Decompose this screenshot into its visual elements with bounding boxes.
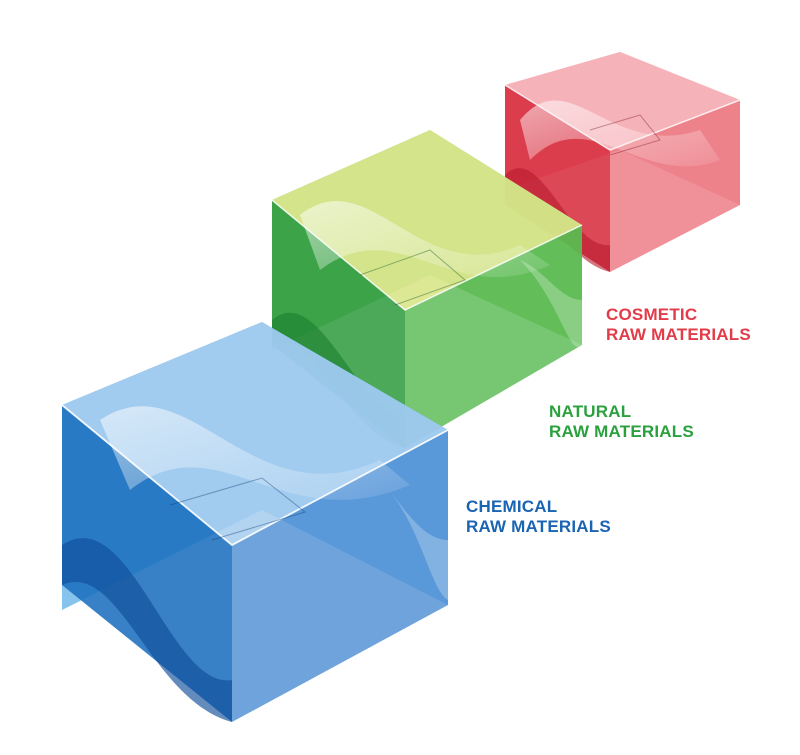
chemical-cube-swoosh	[100, 406, 410, 500]
cosmetic-label-line2: RAW MATERIALS	[606, 325, 751, 344]
natural-cube-side-swoosh	[520, 260, 582, 348]
chemical-label: CHEMICAL RAW MATERIALS	[466, 497, 611, 537]
chemical-cube-inner	[169, 477, 307, 541]
cosmetic-label-line1: COSMETIC	[606, 305, 698, 324]
cosmetic-label: COSMETIC RAW MATERIALS	[606, 305, 751, 345]
natural-cube-inner	[359, 249, 466, 306]
chemical-label-line1: CHEMICAL	[466, 497, 558, 516]
natural-cube-edges	[271, 199, 583, 311]
chemical-cube-side	[232, 430, 448, 722]
chemical-cube-base-swoosh	[62, 538, 232, 722]
natural-cube-side	[405, 225, 582, 448]
cosmetic-cube-inner	[589, 114, 661, 156]
cosmetic-cube	[504, 52, 741, 272]
cosmetic-cube-top	[505, 52, 740, 150]
natural-label: NATURAL RAW MATERIALS	[549, 402, 694, 442]
natural-label-line2: RAW MATERIALS	[549, 422, 694, 441]
chemical-cube-side-swoosh	[380, 480, 448, 600]
natural-cube-swoosh	[300, 201, 550, 278]
chemical-label-line2: RAW MATERIALS	[466, 517, 611, 536]
chemical-cube-top	[62, 322, 448, 545]
chemical-cube	[61, 322, 449, 722]
natural-label-line1: NATURAL	[549, 402, 632, 421]
cosmetic-cube-edges	[504, 84, 741, 151]
chemical-cube-front	[62, 405, 232, 722]
natural-cube	[271, 130, 583, 448]
natural-cube-top	[272, 130, 582, 310]
chemical-cube-edges	[61, 404, 449, 547]
cosmetic-cube-swoosh	[520, 100, 720, 167]
